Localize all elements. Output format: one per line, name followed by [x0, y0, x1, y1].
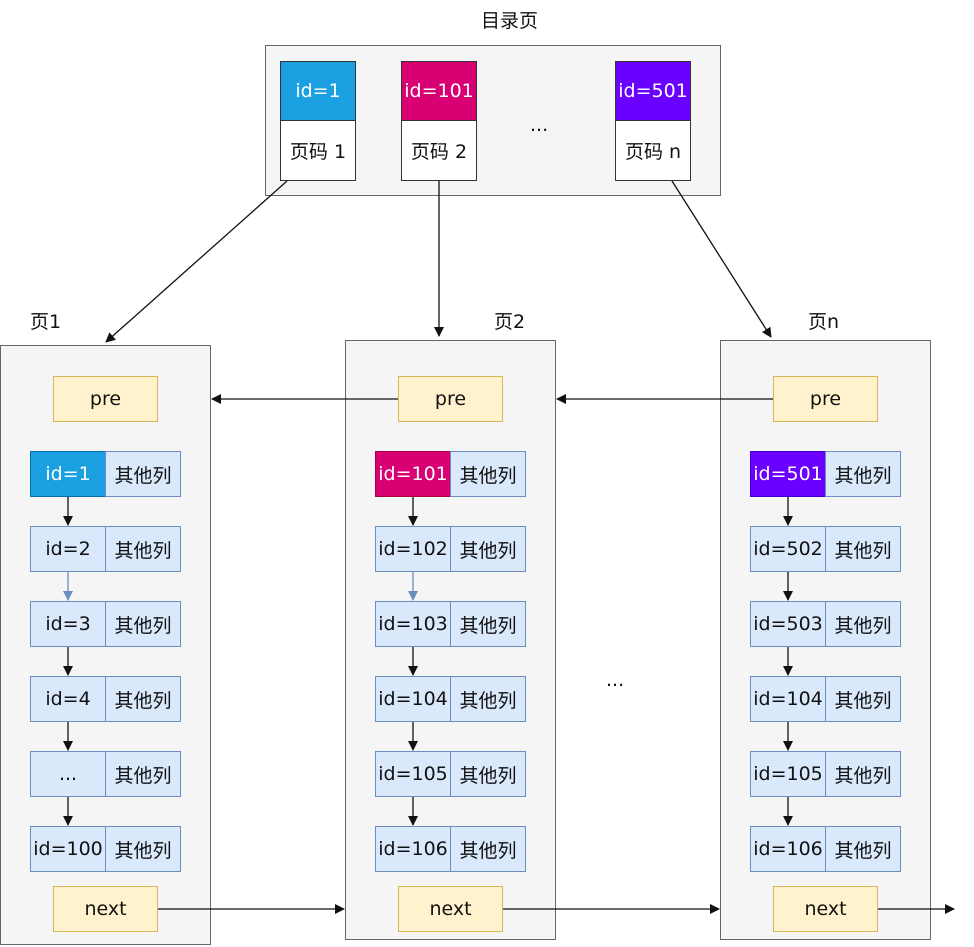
- directory-entry-1-page: 页码 1: [280, 120, 356, 181]
- page-1-row-5-col: 其他列: [105, 751, 181, 797]
- page-2-next-pointer: next: [398, 886, 503, 932]
- page-n-pre-pointer: pre: [773, 376, 878, 422]
- page-2-row-5-id: id=105: [375, 751, 451, 797]
- page-2-row-4-id: id=104: [375, 676, 451, 722]
- directory-entry-n-page: 页码 n: [615, 120, 691, 181]
- page-1-pre-pointer: pre: [53, 376, 158, 422]
- directory-entry-2-page: 页码 2: [401, 120, 477, 181]
- page-2-row-2-col: 其他列: [450, 526, 526, 572]
- page-n-row-6-id: id=106: [750, 826, 826, 872]
- pages-ellipsis: ...: [606, 669, 625, 691]
- directory-ellipsis: ...: [530, 114, 549, 136]
- page-2-row-6-col: 其他列: [450, 826, 526, 872]
- page-1-row-3-col: 其他列: [105, 601, 181, 647]
- page-n-row-5-col: 其他列: [825, 751, 901, 797]
- page-2-row-4-col: 其他列: [450, 676, 526, 722]
- page-1-row-1-id: id=1: [30, 451, 106, 497]
- page-1-row-2-id: id=2: [30, 526, 106, 572]
- page-1-row-2-col: 其他列: [105, 526, 181, 572]
- directory-entry-n-id: id=501: [615, 61, 691, 121]
- directory-entry-1-id: id=1: [280, 61, 356, 121]
- page-2-row-1-id: id=101: [375, 451, 451, 497]
- page-n-title: 页n: [808, 311, 840, 333]
- page-2-row-3-id: id=103: [375, 601, 451, 647]
- arrow-directory-to-page-1: [105, 180, 288, 343]
- page-n-next-pointer: next: [773, 886, 878, 932]
- page-2-row-6-id: id=106: [375, 826, 451, 872]
- page-1-row-6-col: 其他列: [105, 826, 181, 872]
- page-1-row-3-id: id=3: [30, 601, 106, 647]
- page-2-row-3-col: 其他列: [450, 601, 526, 647]
- page-n-row-3-col: 其他列: [825, 601, 901, 647]
- page-n-row-2-col: 其他列: [825, 526, 901, 572]
- page-2-title: 页2: [494, 311, 526, 333]
- page-1-title: 页1: [30, 311, 62, 333]
- arrow-directory-to-page-n: [671, 180, 772, 338]
- page-2-row-2-id: id=102: [375, 526, 451, 572]
- page-n-row-6-col: 其他列: [825, 826, 901, 872]
- page-1-next-pointer: next: [53, 886, 158, 932]
- page-n-row-4-id: id=104: [750, 676, 826, 722]
- directory-title: 目录页: [481, 10, 539, 32]
- page-2-pre-pointer: pre: [398, 376, 503, 422]
- page-1-row-4-id: id=4: [30, 676, 106, 722]
- page-n-row-1-id: id=501: [750, 451, 826, 497]
- page-2-row-5-col: 其他列: [450, 751, 526, 797]
- page-1-row-5-id: ...: [30, 751, 106, 797]
- page-n-row-4-col: 其他列: [825, 676, 901, 722]
- page-2-row-1-col: 其他列: [450, 451, 526, 497]
- page-n-row-1-col: 其他列: [825, 451, 901, 497]
- page-n-row-3-id: id=503: [750, 601, 826, 647]
- page-1-row-4-col: 其他列: [105, 676, 181, 722]
- page-1-row-1-col: 其他列: [105, 451, 181, 497]
- page-n-row-2-id: id=502: [750, 526, 826, 572]
